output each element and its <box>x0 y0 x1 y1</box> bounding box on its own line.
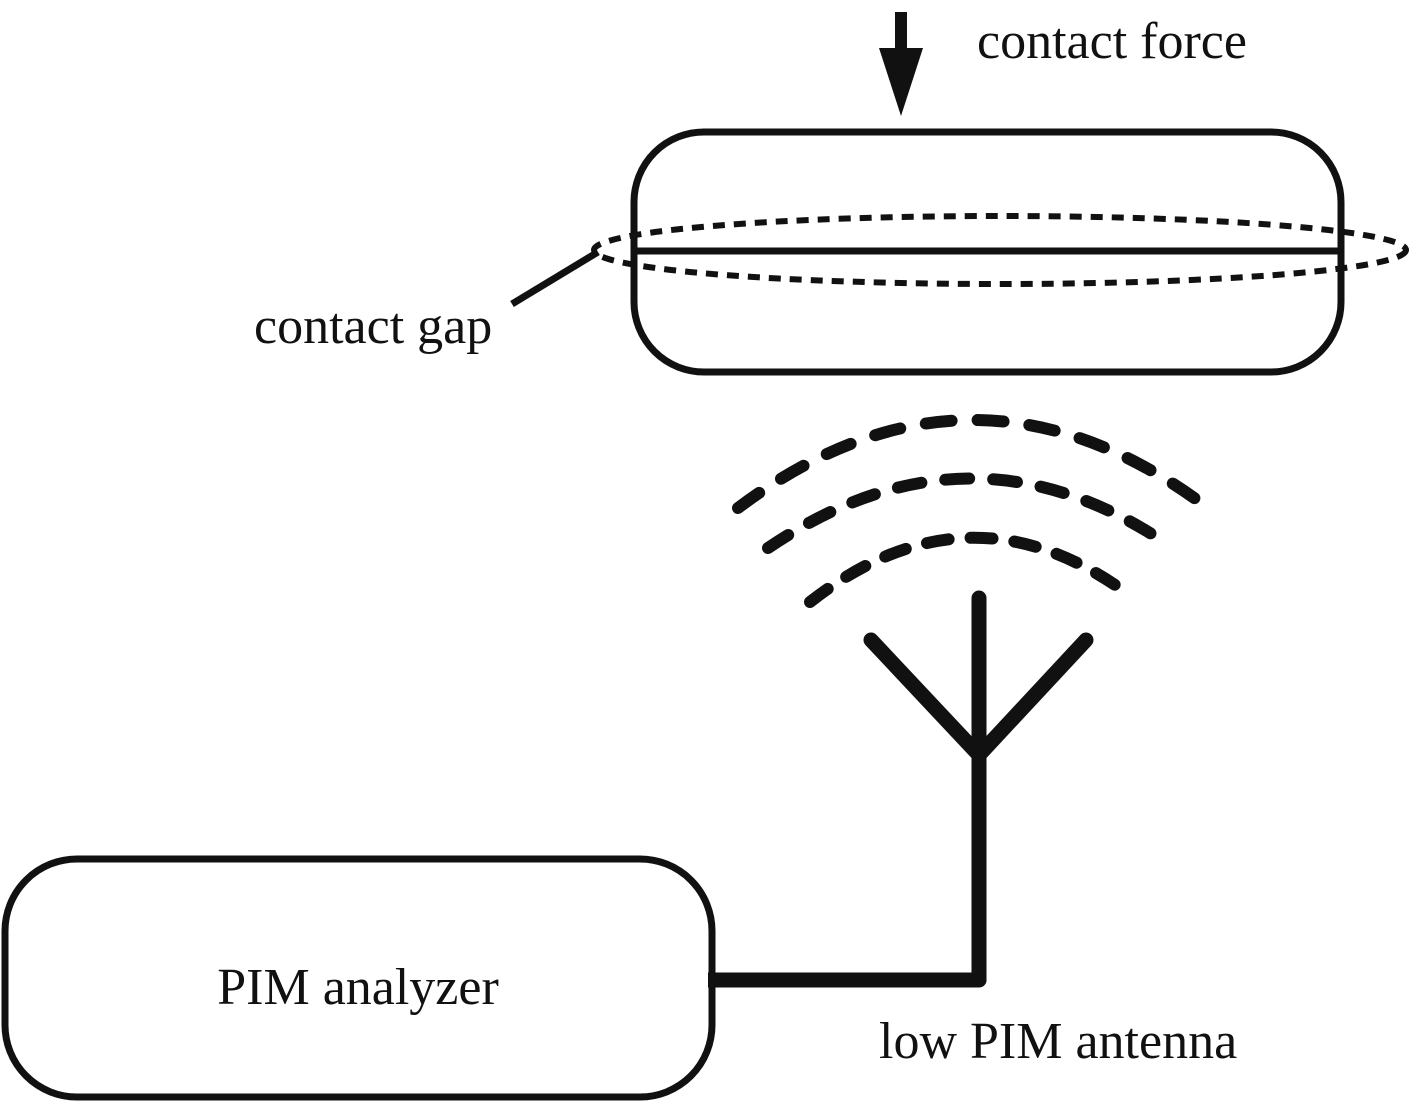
contact-force-label: contact force <box>977 13 1247 70</box>
down-arrow-icon <box>879 12 923 116</box>
low-pim-antenna-label: low PIM antenna <box>879 1013 1237 1070</box>
contact-gap-leader-line <box>510 249 600 307</box>
pim-analyzer-label: PIM analyzer <box>217 959 499 1016</box>
antenna-icon <box>863 590 1094 988</box>
contact-gap-ellipse <box>591 213 1409 287</box>
radio-waves-icon <box>732 414 1214 608</box>
contact-gap-label: contact gap <box>254 298 492 355</box>
pim-analyzer-box <box>1 855 716 1101</box>
feed-cable <box>708 972 987 988</box>
